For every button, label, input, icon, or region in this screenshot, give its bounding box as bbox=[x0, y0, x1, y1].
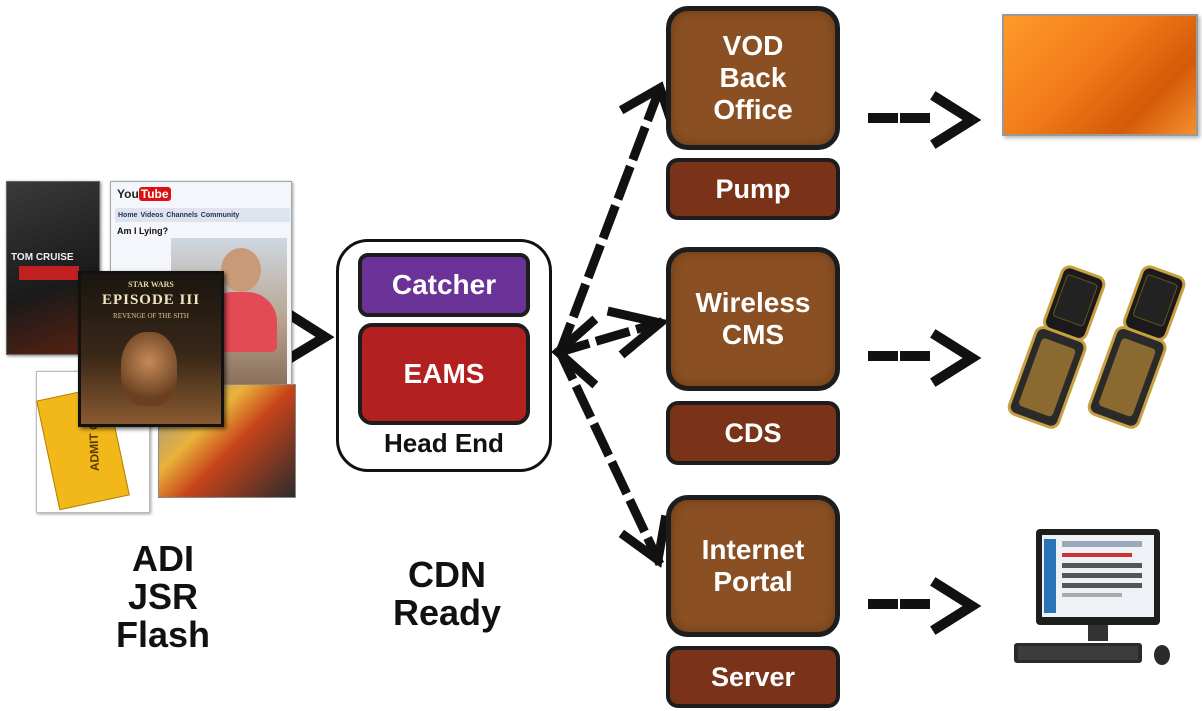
dvd2-subtitle: REVENGE OF THE SITH bbox=[113, 312, 189, 320]
cds-label: CDS bbox=[724, 417, 782, 448]
dash-eams-to-wireless bbox=[554, 317, 664, 358]
arrow-sources-to-headend bbox=[280, 306, 335, 367]
dvd-cover-star-wars: STAR WARS EPISODE III REVENGE OF THE SIT… bbox=[78, 271, 224, 427]
youtube-tab-2: Channels bbox=[166, 211, 198, 219]
internet-portal-box: Internet Portal bbox=[666, 495, 840, 637]
youtube-logo-you: You bbox=[117, 187, 139, 201]
cds-box: CDS bbox=[666, 401, 840, 465]
arrowhead-phone bbox=[930, 329, 982, 387]
head-end-label: Head End bbox=[384, 428, 504, 458]
dvd2-title: EPISODE III bbox=[101, 292, 201, 308]
monitor-stand bbox=[1088, 625, 1108, 641]
catcher-label: Catcher bbox=[391, 269, 497, 300]
pump-label: Pump bbox=[715, 173, 791, 204]
wireless-cms-box: Wireless CMS bbox=[666, 247, 840, 391]
vod-back-office-box: VOD Back Office bbox=[666, 6, 840, 150]
cdn-ready-label: CDN Ready bbox=[392, 554, 502, 633]
vod-back-office-label: VOD Back Office bbox=[713, 30, 793, 125]
arrowhead-tv bbox=[930, 91, 982, 149]
youtube-tab-1: Videos bbox=[140, 211, 164, 219]
wireless-cms-label: Wireless CMS bbox=[695, 287, 811, 350]
arrowhead-eams bbox=[551, 315, 599, 389]
internet-portal-label: Internet Portal bbox=[701, 534, 805, 597]
dvd2-brand: STAR WARS bbox=[128, 280, 174, 289]
mobile-phones-image bbox=[1007, 265, 1186, 429]
person-figure bbox=[221, 248, 261, 292]
source-formats-label: ADI JSR Flash bbox=[115, 538, 211, 655]
catcher-box: Catcher bbox=[358, 253, 530, 317]
youtube-video-title: Am I Lying? bbox=[117, 226, 169, 236]
dash-eams-to-vod bbox=[554, 82, 666, 358]
dash-eams-to-internet bbox=[554, 346, 664, 566]
eams-label: EAMS bbox=[403, 358, 485, 389]
dvd2-face bbox=[121, 332, 177, 406]
youtube-tab-0: Home bbox=[118, 211, 138, 219]
youtube-tab-3: Community bbox=[200, 211, 240, 219]
pump-box: Pump bbox=[666, 158, 840, 220]
arrowhead-pc bbox=[930, 577, 982, 635]
tv-screen-image bbox=[1002, 14, 1198, 136]
eams-box: EAMS bbox=[358, 323, 530, 425]
arrowhead-internet bbox=[618, 514, 671, 568]
dvd1-text: TOM CRUISE bbox=[11, 252, 74, 263]
server-box: Server bbox=[666, 646, 840, 708]
youtube-tabs: Home Videos Channels Community bbox=[115, 208, 290, 222]
server-label: Server bbox=[710, 661, 796, 692]
mouse bbox=[1154, 645, 1170, 665]
phone-left bbox=[1007, 265, 1106, 429]
desktop-computer-image bbox=[1014, 529, 1170, 665]
phone-right bbox=[1087, 265, 1186, 429]
youtube-logo-tube: Tube bbox=[138, 187, 171, 201]
arrowhead-wireless bbox=[606, 306, 670, 359]
